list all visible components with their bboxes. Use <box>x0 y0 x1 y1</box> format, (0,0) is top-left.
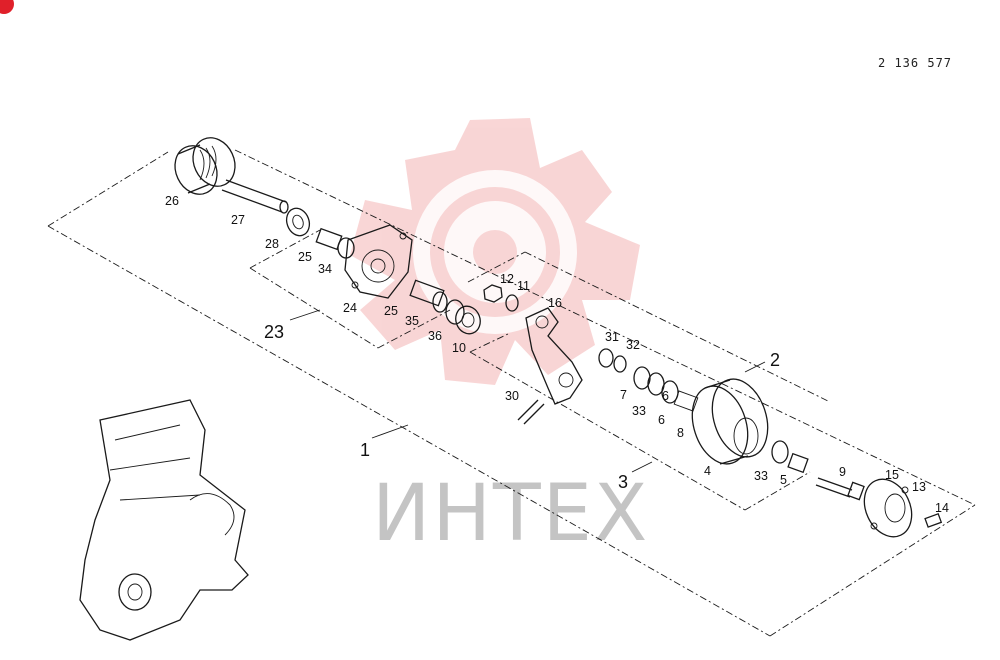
part-5-spacer <box>787 452 809 474</box>
part-9-bolt <box>815 477 865 501</box>
part-16-tension-arm <box>525 307 583 405</box>
label-part-31: 31 <box>605 330 619 344</box>
part-11-washer <box>505 294 519 312</box>
part-28-seal <box>285 207 311 237</box>
group-boundary-3 <box>469 333 811 511</box>
gear-logo-icon <box>350 118 640 385</box>
part-36-ring <box>445 299 465 325</box>
label-part-24: 24 <box>343 301 357 315</box>
label-group-2: 2 <box>770 350 780 370</box>
label-part-5: 5 <box>780 473 787 487</box>
label-part-11: 11 <box>517 279 530 293</box>
part-33-circlip <box>771 440 789 464</box>
part-14-screw <box>924 513 943 528</box>
engine-block-sketch <box>79 399 249 641</box>
label-part-26: 26 <box>165 194 179 208</box>
part-4-pulley <box>691 378 769 465</box>
group-boundary-1 <box>47 149 976 637</box>
part-30-pin <box>517 399 545 425</box>
part-15-hub <box>863 478 913 538</box>
label-part-4: 4 <box>704 464 711 478</box>
label-part-16: 16 <box>548 296 562 310</box>
label-part-25a: 25 <box>298 250 312 264</box>
label-group-1: 1 <box>360 440 370 460</box>
part-7-bearing-stack <box>633 366 699 412</box>
part-24-housing <box>344 224 413 299</box>
label-part-10: 10 <box>452 341 466 355</box>
label-part-27: 27 <box>231 213 245 227</box>
label-part-7: 7 <box>620 388 627 402</box>
part-25-bushing <box>315 227 355 259</box>
label-part-13: 13 <box>912 480 926 494</box>
label-part-33b: 33 <box>754 469 768 483</box>
label-part-25b: 25 <box>384 304 398 318</box>
part-26-threaded-sleeve <box>174 137 236 195</box>
part-31-ring <box>598 348 614 368</box>
part-35-bearing <box>409 279 448 313</box>
label-part-15: 15 <box>885 468 899 482</box>
label-part-12: 12 <box>500 272 514 286</box>
group-boundary-2 <box>467 251 831 403</box>
corner-badge-icon <box>0 0 14 14</box>
part-27-shaft <box>221 179 289 214</box>
label-part-36: 36 <box>428 329 442 343</box>
label-part-33a: 33 <box>632 404 646 418</box>
group-boundary-23 <box>249 229 451 349</box>
label-part-28: 28 <box>265 237 279 251</box>
label-part-34: 34 <box>318 262 332 276</box>
label-part-14: 14 <box>935 501 949 515</box>
label-part-6a: 6 <box>658 413 665 427</box>
label-part-32: 32 <box>626 338 640 352</box>
part-32-ring <box>613 355 627 373</box>
label-group-3: 3 <box>618 472 628 492</box>
part-12-nut <box>483 284 503 303</box>
watermark-text: ИНТЕХ <box>372 469 649 559</box>
label-part-9: 9 <box>839 465 846 479</box>
drawing-number: 2 136 577 <box>878 56 953 70</box>
label-part-30: 30 <box>505 389 519 403</box>
label-part-8: 8 <box>677 426 684 440</box>
label-part-35: 35 <box>405 314 419 328</box>
label-part-6b: 6 <box>662 389 669 403</box>
label-group-23: 23 <box>264 322 284 342</box>
